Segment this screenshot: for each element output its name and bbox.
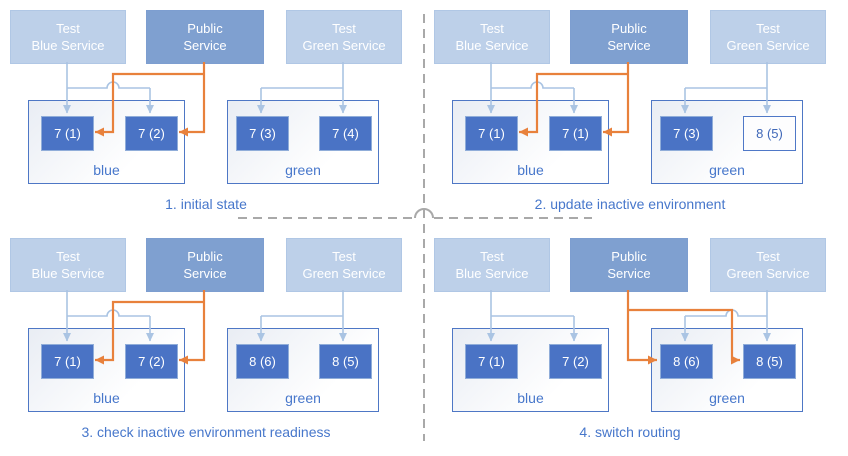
service-label: Green Service	[726, 266, 810, 281]
service-label: Service	[607, 38, 651, 53]
service-label: Service	[183, 266, 227, 281]
test-green-service-box: Test Green Service	[710, 238, 826, 292]
pod: 7 (3)	[660, 116, 713, 151]
service-label: Green Service	[302, 266, 386, 281]
environment-label: green	[709, 390, 745, 406]
environment-label: green	[285, 390, 321, 406]
pod-label: 7 (1)	[478, 354, 505, 369]
pod: 8 (5)	[743, 116, 796, 151]
pod: 8 (5)	[743, 344, 796, 379]
service-label: Blue Service	[455, 266, 529, 281]
service-label: Public	[611, 249, 647, 264]
environment-label: green	[285, 162, 321, 178]
pod: 7 (1)	[41, 116, 94, 151]
test-blue-service-box: Test Blue Service	[10, 238, 126, 292]
service-label: Test	[480, 21, 504, 36]
blue-environment-box: 7 (1) 7 (2) blue	[28, 100, 185, 184]
pod-label: 8 (5)	[756, 126, 783, 141]
panel-caption: 1. initial state	[165, 196, 247, 212]
panel-check-inactive-environment-readiness: Test Blue Service Public Service Test Gr…	[0, 228, 424, 456]
blue-environment-box: 7 (1) 7 (2) blue	[28, 328, 185, 412]
pod: 7 (2)	[549, 344, 602, 379]
pod: 7 (4)	[319, 116, 372, 151]
pod-label: 7 (2)	[138, 126, 165, 141]
pod: 7 (1)	[41, 344, 94, 379]
blue-environment-box: 7 (1) 7 (1) blue	[452, 100, 609, 184]
pod: 8 (6)	[236, 344, 289, 379]
service-label: Public	[187, 249, 223, 264]
pod-label: 7 (2)	[562, 354, 589, 369]
environment-label: blue	[517, 162, 544, 178]
pod: 8 (6)	[660, 344, 713, 379]
green-environment-box: 8 (6) 8 (5) green	[227, 328, 379, 412]
pod-label: 7 (1)	[478, 126, 505, 141]
service-label: Test	[756, 21, 780, 36]
pod-label: 8 (6)	[249, 354, 276, 369]
pod-label: 7 (4)	[332, 126, 359, 141]
panel-update-inactive-environment: Test Blue Service Public Service Test Gr…	[424, 0, 848, 228]
test-blue-service-box: Test Blue Service	[434, 10, 550, 64]
service-label: Blue Service	[31, 38, 105, 53]
public-service-box: Public Service	[146, 10, 264, 64]
service-label: Test	[480, 249, 504, 264]
pod-label: 8 (6)	[673, 354, 700, 369]
green-environment-box: 8 (6) 8 (5) green	[651, 328, 803, 412]
public-service-box: Public Service	[570, 238, 688, 292]
pod-label: 7 (3)	[673, 126, 700, 141]
test-green-service-box: Test Green Service	[710, 10, 826, 64]
service-label: Public	[611, 21, 647, 36]
service-label: Test	[56, 21, 80, 36]
service-label: Test	[756, 249, 780, 264]
service-label: Green Service	[302, 38, 386, 53]
test-green-service-box: Test Green Service	[286, 10, 402, 64]
service-label: Blue Service	[455, 38, 529, 53]
pod: 7 (1)	[465, 116, 518, 151]
pod-label: 7 (1)	[54, 354, 81, 369]
service-label: Service	[183, 38, 227, 53]
panel-caption: 3. check inactive environment readiness	[81, 424, 331, 440]
panel-caption: 2. update inactive environment	[534, 196, 726, 212]
panel-initial-state: Test Blue Service Public Service Test Gr…	[0, 0, 424, 228]
pod-label: 7 (1)	[562, 126, 589, 141]
environment-label: blue	[517, 390, 544, 406]
pod: 7 (2)	[125, 344, 178, 379]
panel-caption: 4. switch routing	[579, 424, 681, 440]
test-green-service-box: Test Green Service	[286, 238, 402, 292]
pod: 7 (1)	[549, 116, 602, 151]
service-label: Public	[187, 21, 223, 36]
environment-label: blue	[93, 162, 120, 178]
pod-label: 7 (1)	[54, 126, 81, 141]
pod-label: 7 (2)	[138, 354, 165, 369]
pod-label: 8 (5)	[332, 354, 359, 369]
green-environment-box: 7 (3) 8 (5) green	[651, 100, 803, 184]
service-label: Service	[607, 266, 651, 281]
pod-label: 8 (5)	[756, 354, 783, 369]
service-label: Green Service	[726, 38, 810, 53]
public-service-box: Public Service	[570, 10, 688, 64]
environment-label: blue	[93, 390, 120, 406]
pod: 7 (1)	[465, 344, 518, 379]
public-service-box: Public Service	[146, 238, 264, 292]
service-label: Test	[332, 249, 356, 264]
pod: 7 (2)	[125, 116, 178, 151]
service-label: Blue Service	[31, 266, 105, 281]
pod: 7 (3)	[236, 116, 289, 151]
panel-switch-routing: Test Blue Service Public Service Test Gr…	[424, 228, 848, 456]
service-label: Test	[56, 249, 80, 264]
pod: 8 (5)	[319, 344, 372, 379]
blue-environment-box: 7 (1) 7 (2) blue	[452, 328, 609, 412]
green-environment-box: 7 (3) 7 (4) green	[227, 100, 379, 184]
service-label: Test	[332, 21, 356, 36]
environment-label: green	[709, 162, 745, 178]
test-blue-service-box: Test Blue Service	[434, 238, 550, 292]
test-blue-service-box: Test Blue Service	[10, 10, 126, 64]
pod-label: 7 (3)	[249, 126, 276, 141]
